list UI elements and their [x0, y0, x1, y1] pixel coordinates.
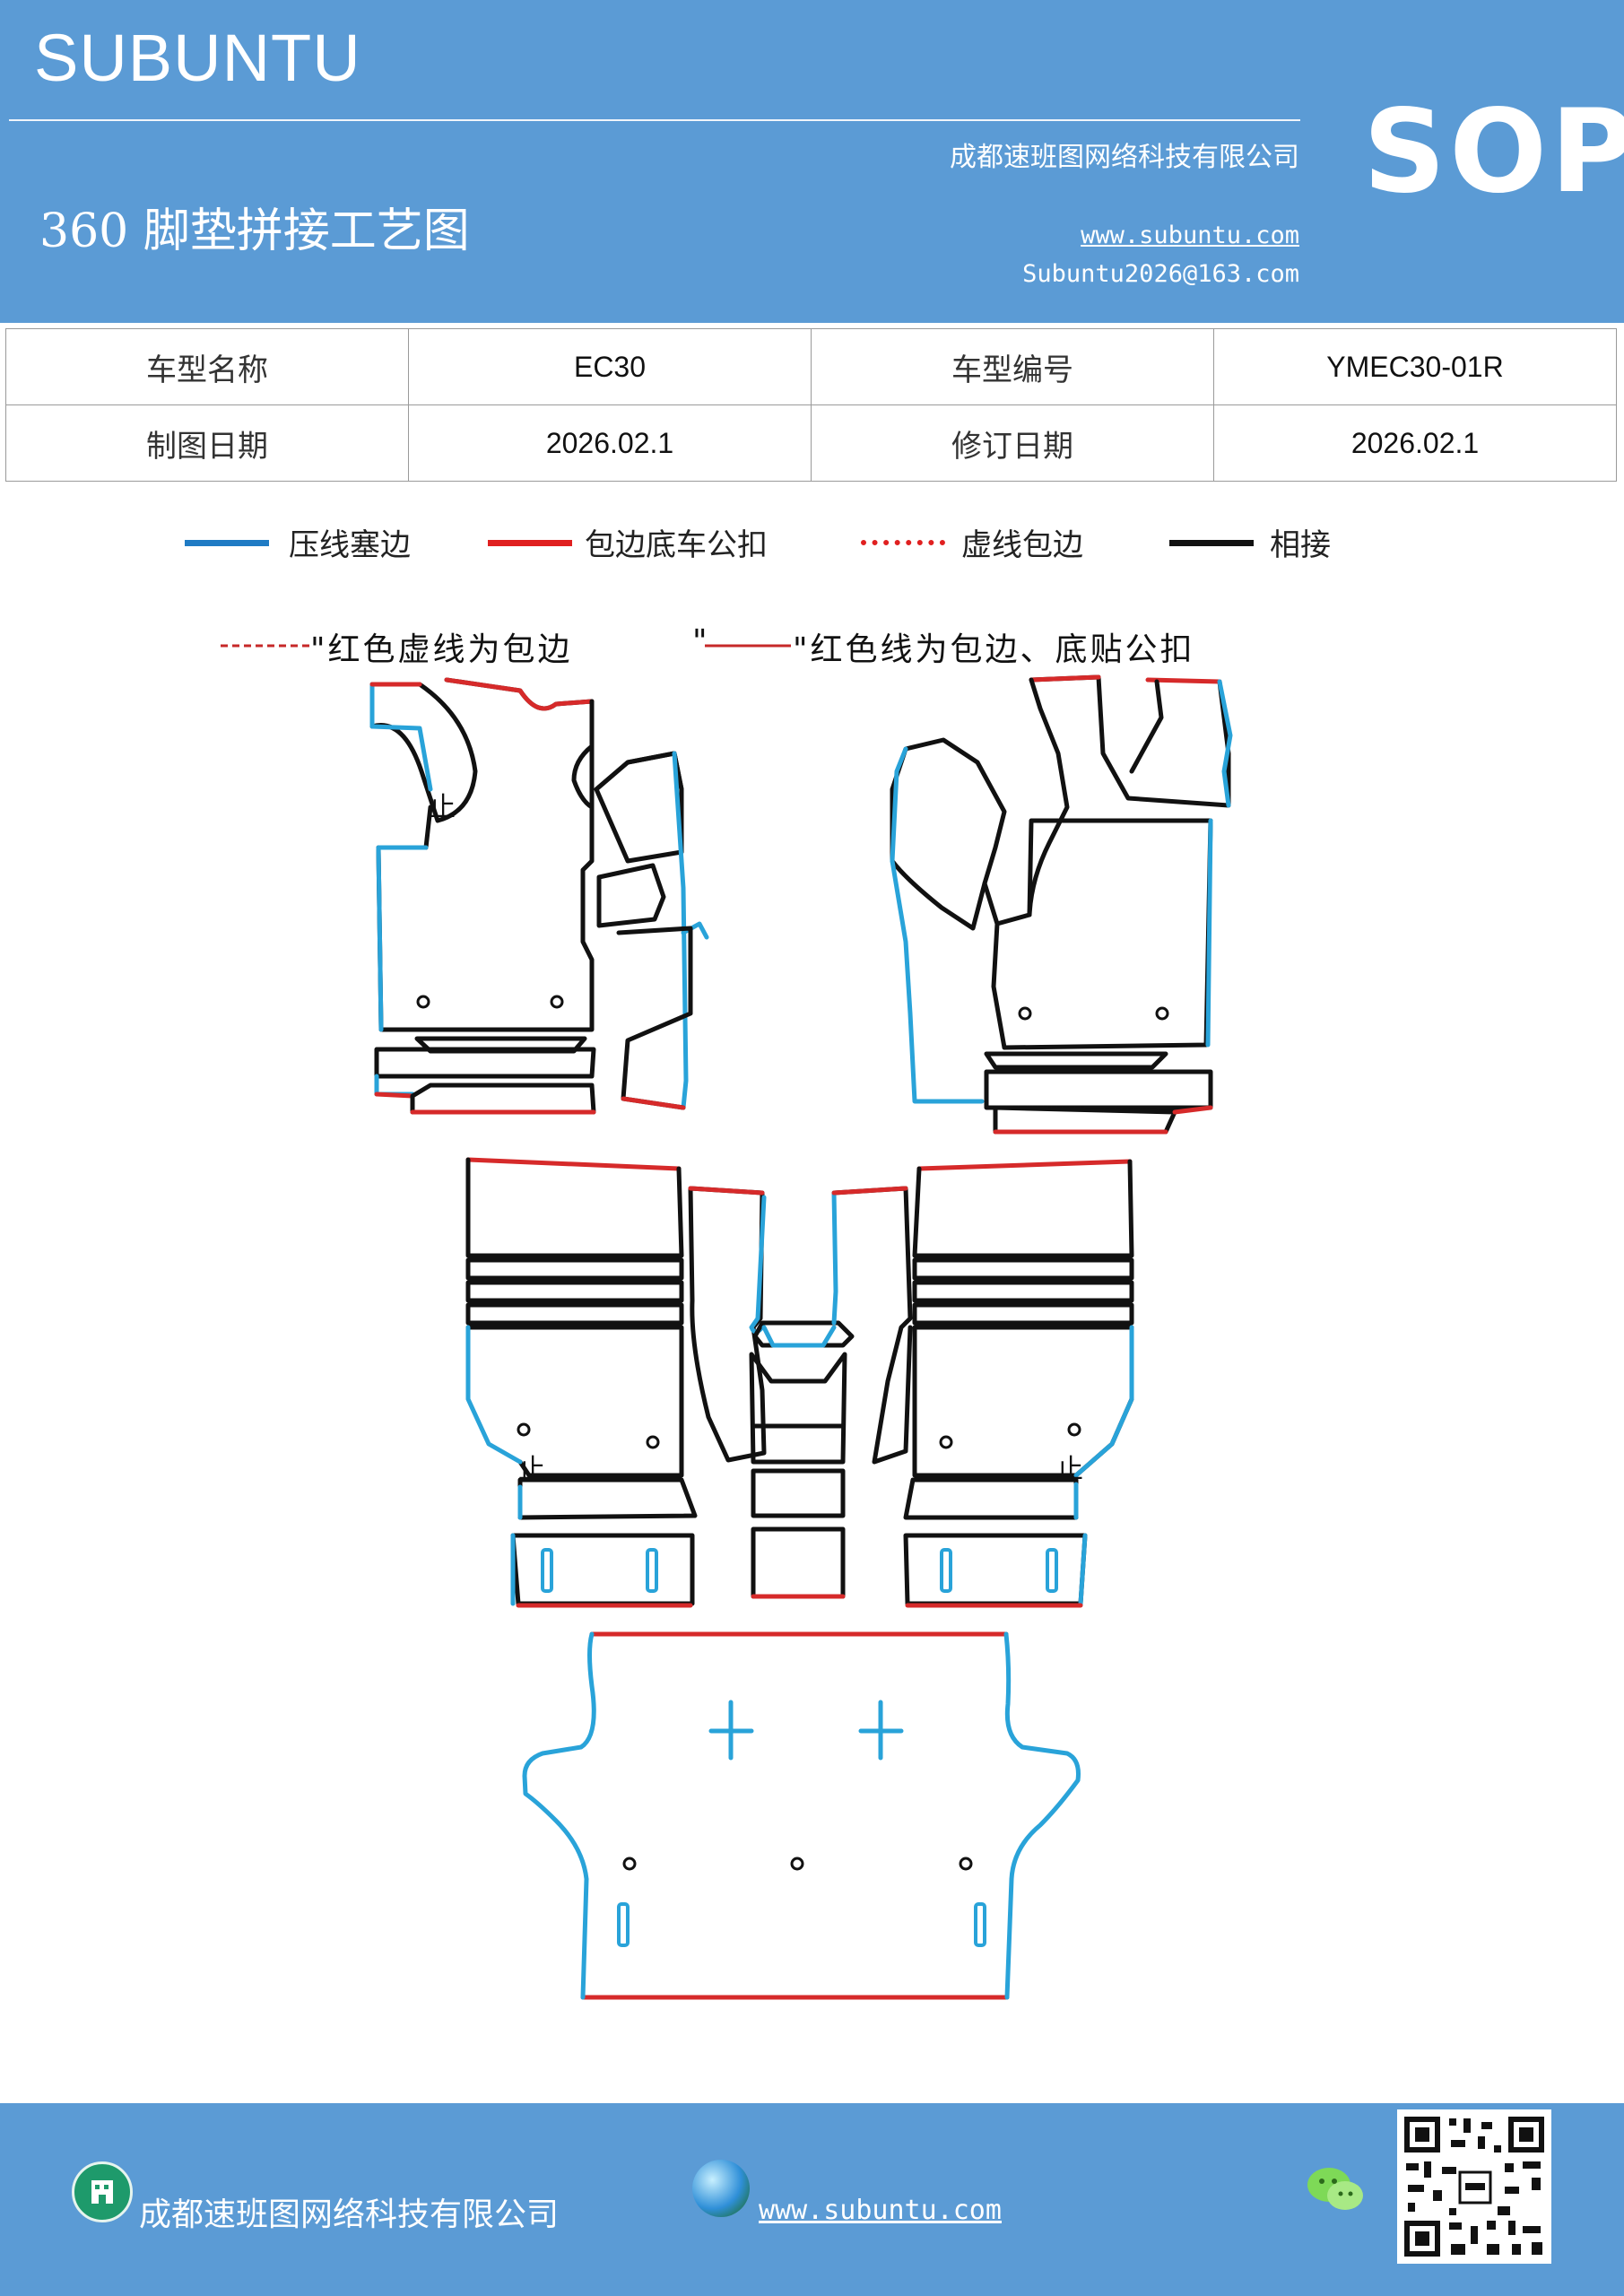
solid-note-line: [705, 644, 791, 648]
company-name: 成都速班图网络科技有限公司: [950, 142, 1299, 173]
revision-date-value: 2026.02.1: [1213, 404, 1617, 482]
model-code-label: 车型编号: [811, 328, 1214, 405]
legend-swatch: [1169, 540, 1254, 546]
model-name-value: EC30: [408, 328, 812, 405]
sop-mark: SOP: [1363, 85, 1624, 219]
legend-swatch: [861, 540, 945, 545]
legend-label: 相接: [1270, 527, 1331, 563]
dashed-note-line: [221, 644, 310, 648]
qr-code: [1397, 2109, 1551, 2264]
front-left-mat: [369, 677, 709, 1115]
legend-swatch: [488, 540, 572, 546]
solid-line-note: "红色线为包边、底贴公扣: [793, 631, 1195, 668]
vehicle-info-table: 车型名称 EC30 车型编号 YMEC30-01R 制图日期 2026.02.1…: [5, 328, 1617, 482]
website-link[interactable]: www.subuntu.com: [1081, 222, 1299, 249]
header-banner: SUBUNTU SOP 成都速班图网络科技有限公司 360 脚垫拼接工艺图 ww…: [0, 0, 1624, 323]
model-code-value: YMEC30-01R: [1213, 328, 1617, 405]
footer-company-name: 成都速班图网络科技有限公司: [139, 2196, 560, 2233]
solid-note-quote: ": [692, 623, 710, 660]
footer-website-link[interactable]: www.subuntu.com: [759, 2195, 1002, 2226]
floor-mat-drawing: 止 止 止: [369, 674, 1233, 2000]
legend-swatch: [185, 540, 269, 546]
dashed-line-note: "红色虚线为包边: [310, 631, 573, 668]
email-address: Subuntu2026@163.com: [1022, 260, 1299, 288]
seam-mark: 止: [1056, 1454, 1083, 1485]
document-title: 360 脚垫拼接工艺图: [39, 204, 470, 258]
brand-name: SUBUNTU: [34, 21, 361, 95]
revision-date-label: 修订日期: [811, 404, 1214, 482]
header-divider: [9, 119, 1300, 121]
front-right-mat: [890, 674, 1233, 1135]
trunk-mat: [522, 1631, 1081, 2000]
legend-label: 压线塞边: [289, 527, 411, 563]
company-building-icon: [72, 2161, 133, 2222]
tunnel-mat: [749, 1186, 913, 1599]
legend-label: 虚线包边: [961, 527, 1083, 563]
rear-left-mat: [465, 1157, 767, 1608]
seam-mark: 止: [429, 792, 456, 823]
seam-mark: 止: [518, 1454, 545, 1485]
rear-right-mat: [903, 1159, 1134, 1608]
globe-icon: [692, 2160, 750, 2217]
model-name-label: 车型名称: [5, 328, 409, 405]
table-row: 车型名称 EC30 车型编号 YMEC30-01R: [5, 328, 1617, 405]
wechat-icon[interactable]: [1305, 2163, 1368, 2217]
draw-date-value: 2026.02.1: [408, 404, 812, 482]
draw-date-label: 制图日期: [5, 404, 409, 482]
table-row: 制图日期 2026.02.1 修订日期 2026.02.1: [5, 404, 1617, 482]
legend-label: 包边底车公扣: [585, 527, 768, 563]
